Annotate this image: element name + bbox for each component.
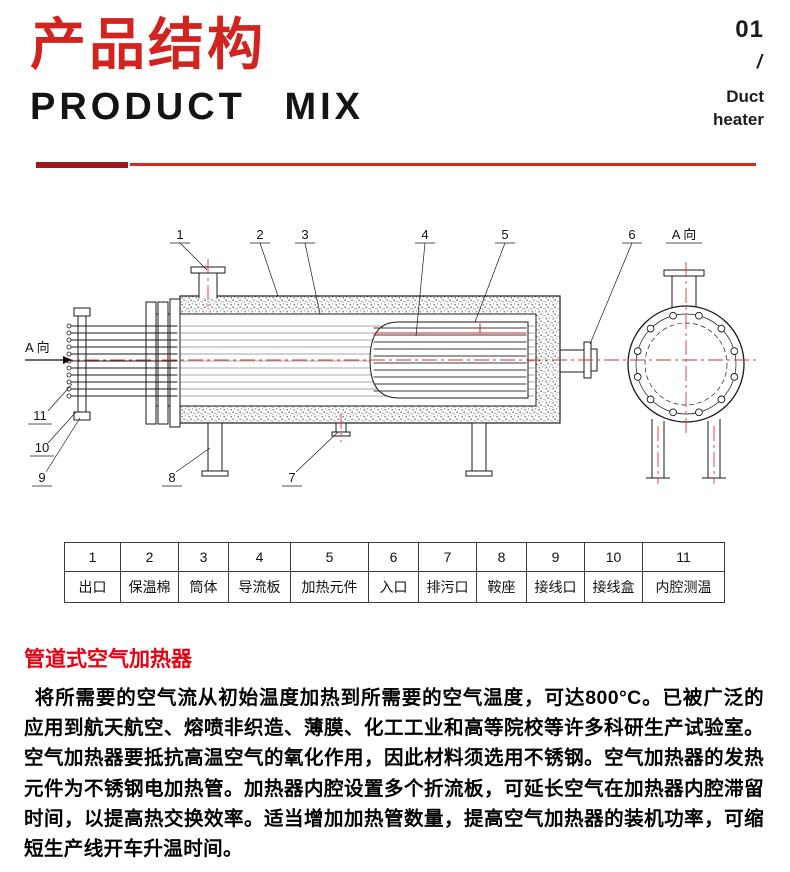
accent-rule-thick-segment (36, 161, 128, 168)
end-view-outlet-nozzle (663, 269, 705, 308)
part-label: 接线口 (526, 570, 585, 603)
callout-1: 1 (170, 227, 208, 271)
part-id: 5 (290, 541, 369, 572)
parts-label-row: 出口 保温棉 筒体 导流板 加热元件 入口 排污口 鞍座 接线口 接线盒 内腔测… (64, 570, 725, 603)
part-label: 接线盒 (584, 570, 643, 603)
parts-table: 1 2 3 4 5 6 7 8 9 10 11 出口 保温棉 筒体 导流板 加热… (64, 541, 725, 603)
accent-rule-thin-segment (130, 163, 756, 167)
part-id: 9 (526, 541, 585, 572)
page-title-cn: 产品结构 (30, 13, 266, 76)
callout-7: 7 (282, 431, 339, 487)
part-label: 加热元件 (290, 570, 369, 603)
corner-block: 01 / Duct heater (713, 14, 764, 132)
description-heading: 管道式空气加热器 (24, 647, 192, 671)
callout-6: 6 (589, 227, 642, 345)
part-id: 11 (642, 541, 725, 572)
view-direction-arrow-icon (63, 355, 72, 364)
part-label: 排污口 (418, 570, 477, 603)
part-label: 入口 (368, 570, 419, 603)
part-label: 筒体 (178, 570, 229, 603)
part-label: 鞍座 (476, 570, 527, 603)
callout-5: 5 (474, 227, 515, 322)
centerlines (32, 258, 760, 484)
svg-text:9: 9 (38, 470, 45, 485)
part-label: 导流板 (228, 570, 291, 603)
svg-text:4: 4 (421, 227, 428, 242)
svg-text:6: 6 (628, 227, 635, 242)
part-label: 出口 (64, 570, 121, 603)
description-section: 管道式空气加热器 将所需要的空气流从初始温度加热到所需要的空气温度，可达800°… (24, 643, 764, 864)
svg-text:1: 1 (176, 227, 183, 242)
terminal-rods (69, 325, 178, 397)
callout-9: 9 (32, 417, 81, 487)
view-label-right: A 向 (666, 227, 702, 244)
separator-slash: / (756, 52, 762, 73)
callout-2: 2 (250, 227, 279, 296)
view-label-left: A 向 (25, 340, 72, 364)
svg-text:8: 8 (168, 470, 175, 485)
callouts: 1 2 3 4 5 6 7 (25, 227, 702, 487)
heating-element-tubes (373, 327, 527, 392)
svg-text:10: 10 (35, 440, 49, 455)
callout-4: 4 (415, 227, 435, 336)
page-title-en: PRODUCT MIX (30, 85, 364, 128)
part-id: 3 (178, 541, 229, 572)
part-id: 4 (228, 541, 291, 572)
title-block: 产品结构 PRODUCT MIX (30, 14, 364, 129)
callout-10: 10 (30, 411, 77, 457)
svg-text:11: 11 (33, 408, 47, 423)
callout-11: 11 (28, 383, 73, 425)
part-id: 10 (584, 541, 643, 572)
page-number: 01 (735, 16, 764, 43)
accent-rule (36, 161, 756, 168)
side-view (66, 266, 598, 477)
saddle-right (465, 422, 493, 477)
description-body: 将所需要的空气流从初始温度加热到所需要的空气温度，可达800°C。已被广泛的应用… (24, 686, 764, 860)
flange-bolts (633, 311, 739, 417)
parts-id-row: 1 2 3 4 5 6 7 8 9 10 11 (64, 541, 725, 572)
svg-text:3: 3 (301, 227, 308, 242)
heater-technical-drawing: 1 2 3 4 5 6 7 (25, 227, 760, 487)
svg-text:A 向: A 向 (672, 227, 697, 242)
part-id: 8 (476, 541, 527, 572)
callout-8: 8 (162, 447, 211, 487)
svg-text:7: 7 (288, 470, 295, 485)
part-id: 7 (418, 541, 477, 572)
part-id: 6 (368, 541, 419, 572)
saddle-left (201, 422, 229, 477)
end-flange (145, 298, 181, 428)
part-id: 1 (64, 541, 121, 572)
callout-3: 3 (295, 227, 321, 314)
svg-text:2: 2 (256, 227, 263, 242)
product-structure-diagram: 1 2 3 4 5 6 7 (20, 226, 790, 516)
end-view (627, 269, 745, 479)
category-label-line2: heater (712, 109, 764, 129)
terminal-plate (73, 307, 91, 421)
part-label: 内腔测温 (642, 570, 725, 603)
part-label: 保温棉 (120, 570, 179, 603)
svg-text:A 向: A 向 (25, 340, 50, 355)
category-label-line1: Duct (726, 87, 764, 106)
part-id: 2 (120, 541, 179, 572)
page-header: 产品结构 PRODUCT MIX 01 / Duct heater (0, 0, 790, 132)
svg-text:5: 5 (501, 227, 508, 242)
